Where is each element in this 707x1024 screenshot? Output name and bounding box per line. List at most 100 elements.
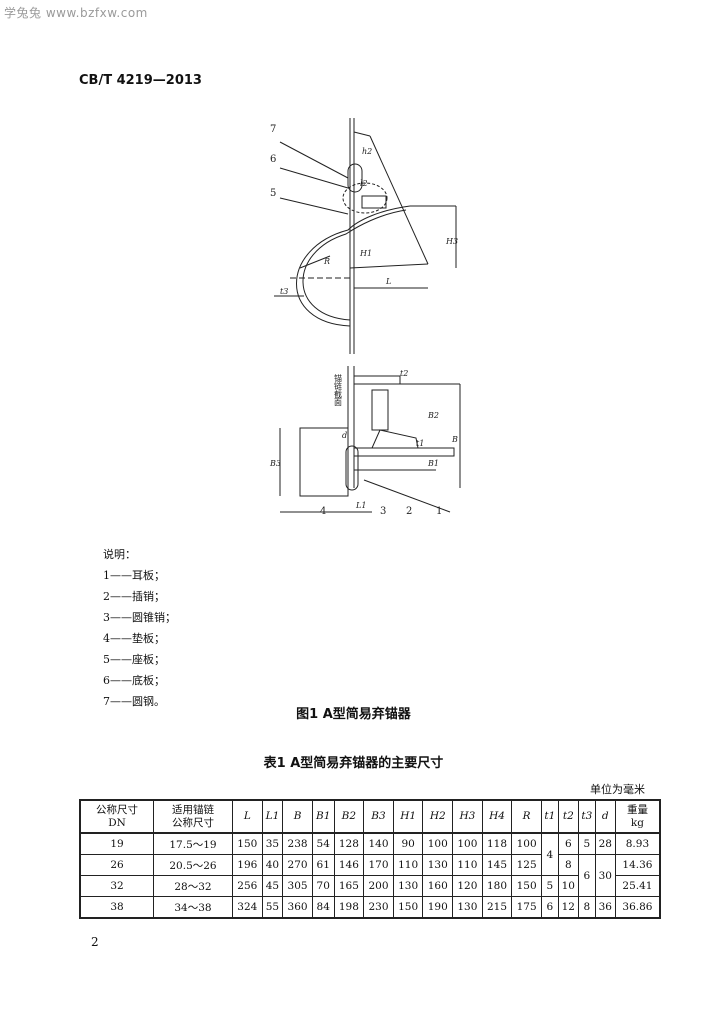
col-header-t1: t1 xyxy=(540,799,559,834)
label-d: d xyxy=(342,431,347,440)
label-l: L xyxy=(385,277,391,286)
label-h3: H3 xyxy=(445,237,458,246)
table-cell: 54 xyxy=(311,832,335,855)
label-b3: B3 xyxy=(269,459,281,468)
label-t2: t2 xyxy=(400,369,408,378)
table-cell: 118 xyxy=(481,832,513,855)
label-l2: l2 xyxy=(360,179,368,188)
table-cell: 110 xyxy=(392,854,424,876)
col-header-b: B xyxy=(282,799,313,834)
table-cell: 20.5～26 xyxy=(153,854,233,876)
label-l1: L1 xyxy=(355,501,366,510)
label-side-text: 锚链截面 xyxy=(334,373,343,407)
col-header-t2: t2 xyxy=(557,799,579,834)
table-row: 26 20.5～26 196 40 270 61 146 170 110 130… xyxy=(79,854,661,897)
col-header-h3: H3 xyxy=(452,799,483,834)
table-cell: 180 xyxy=(481,875,513,897)
table-cell: 305 xyxy=(282,875,313,897)
label-part3: 3 xyxy=(380,506,386,517)
table-cell: 100 xyxy=(511,832,542,855)
table-cell: 32 xyxy=(79,875,154,897)
table-cell: 198 xyxy=(333,896,365,919)
table-cell: 270 xyxy=(282,854,313,876)
table-caption: 表1 A型简易弃锚器的主要尺寸 xyxy=(263,756,444,771)
table-cell: 360 xyxy=(282,896,313,919)
table-cell: 170 xyxy=(363,854,394,876)
legend-item: 5——座板； xyxy=(103,653,165,666)
table-cell: 196 xyxy=(232,854,263,876)
table-cell: 175 xyxy=(511,896,542,919)
legend-item: 4——垫板； xyxy=(103,632,165,645)
table-cell: 10 xyxy=(557,875,579,897)
dimensions-table: 公称尺寸 DN 适用锚链 公称尺寸 L L1 B B1 B2 B3 H1 H2 … xyxy=(79,799,661,919)
table-cell: 8 xyxy=(557,854,579,876)
table-cell: 45 xyxy=(261,875,284,897)
label-part4: 4 xyxy=(320,506,326,517)
table-row: 32 28～32 256 45 305 70 165 200 130 160 1… xyxy=(79,875,661,897)
label-b1: B1 xyxy=(427,459,439,468)
col-header-t3: t3 xyxy=(577,799,596,834)
side-view-drawing: 7 6 5 h2 l2 H3 H1 R t3 L xyxy=(270,118,458,354)
label-b: B xyxy=(451,435,458,444)
table-header-row: 公称尺寸 DN 适用锚链 公称尺寸 L L1 B B1 B2 B3 H1 H2 … xyxy=(79,799,661,834)
table-cell: 38 xyxy=(79,896,154,919)
legend-item: 3——圆锥销； xyxy=(103,611,176,624)
table-row: 38 34～38 324 55 360 84 198 230 150 190 1… xyxy=(79,896,661,919)
table-cell: 256 xyxy=(232,875,263,897)
col-header-h2: H2 xyxy=(422,799,454,834)
table-cell: 324 xyxy=(232,896,263,919)
col-header-h1: H1 xyxy=(392,799,424,834)
table-cell: 146 xyxy=(333,854,365,876)
col-header-l: L xyxy=(232,799,263,834)
col-header-chain-size: 适用锚链 公称尺寸 xyxy=(153,799,233,834)
table-cell: 30 xyxy=(594,854,616,897)
table-cell: 165 xyxy=(333,875,365,897)
table-cell: 130 xyxy=(392,875,424,897)
table-cell: 128 xyxy=(333,832,365,855)
table-cell: 125 xyxy=(511,854,542,876)
table-cell: 34～38 xyxy=(153,896,233,919)
page-number: 2 xyxy=(91,935,99,949)
label-part5: 5 xyxy=(270,188,276,199)
table-cell: 6 xyxy=(540,896,559,919)
table-cell: 90 xyxy=(392,832,424,855)
col-header-b1: B1 xyxy=(311,799,335,834)
table-cell: 84 xyxy=(311,896,335,919)
label-r: R xyxy=(323,257,330,266)
label-h1: H1 xyxy=(359,249,372,258)
table-cell: 215 xyxy=(481,896,513,919)
table-cell: 12 xyxy=(557,896,579,919)
col-header-r: R xyxy=(511,799,542,834)
table-cell: 120 xyxy=(452,875,483,897)
table-cell: 200 xyxy=(363,875,394,897)
col-header-b2: B2 xyxy=(333,799,365,834)
table-cell: 14.36 xyxy=(614,854,661,876)
table-cell: 130 xyxy=(422,854,454,876)
label-part2: 2 xyxy=(406,506,412,517)
table-cell: 230 xyxy=(363,896,394,919)
standard-code-header: CB/T 4219—2013 xyxy=(79,73,202,88)
label-part7: 7 xyxy=(270,124,276,135)
col-header-weight: 重量 kg xyxy=(614,799,661,834)
table-cell: 61 xyxy=(311,854,335,876)
table-cell: 70 xyxy=(311,875,335,897)
table-cell: 36.86 xyxy=(614,896,661,919)
legend-title: 说明： xyxy=(103,548,136,561)
legend-item: 1——耳板； xyxy=(103,569,165,582)
table-cell: 150 xyxy=(511,875,542,897)
label-t1: t1 xyxy=(416,439,424,448)
label-part6: 6 xyxy=(270,154,276,165)
table-row: 19 17.5～19 150 35 238 54 128 140 90 100 … xyxy=(79,832,661,876)
plan-view-drawing: 4 3 2 1 t2 B2 B B1 L1 B3 d t1 锚链截面 xyxy=(269,366,461,517)
table-cell: 8.93 xyxy=(614,832,661,855)
table-cell: 40 xyxy=(261,854,284,876)
label-part1: 1 xyxy=(436,506,442,517)
table-cell: 4 xyxy=(540,832,559,876)
table-cell: 19 xyxy=(79,832,154,855)
table-cell: 6 xyxy=(557,832,579,855)
table-cell: 145 xyxy=(481,854,513,876)
table-cell: 160 xyxy=(422,875,454,897)
table-cell: 150 xyxy=(232,832,263,855)
legend-item: 7——圆钢。 xyxy=(103,695,165,708)
legend: 说明： 1——耳板； 2——插销； 3——圆锥销； 4——垫板； 5——座板； … xyxy=(103,544,176,712)
